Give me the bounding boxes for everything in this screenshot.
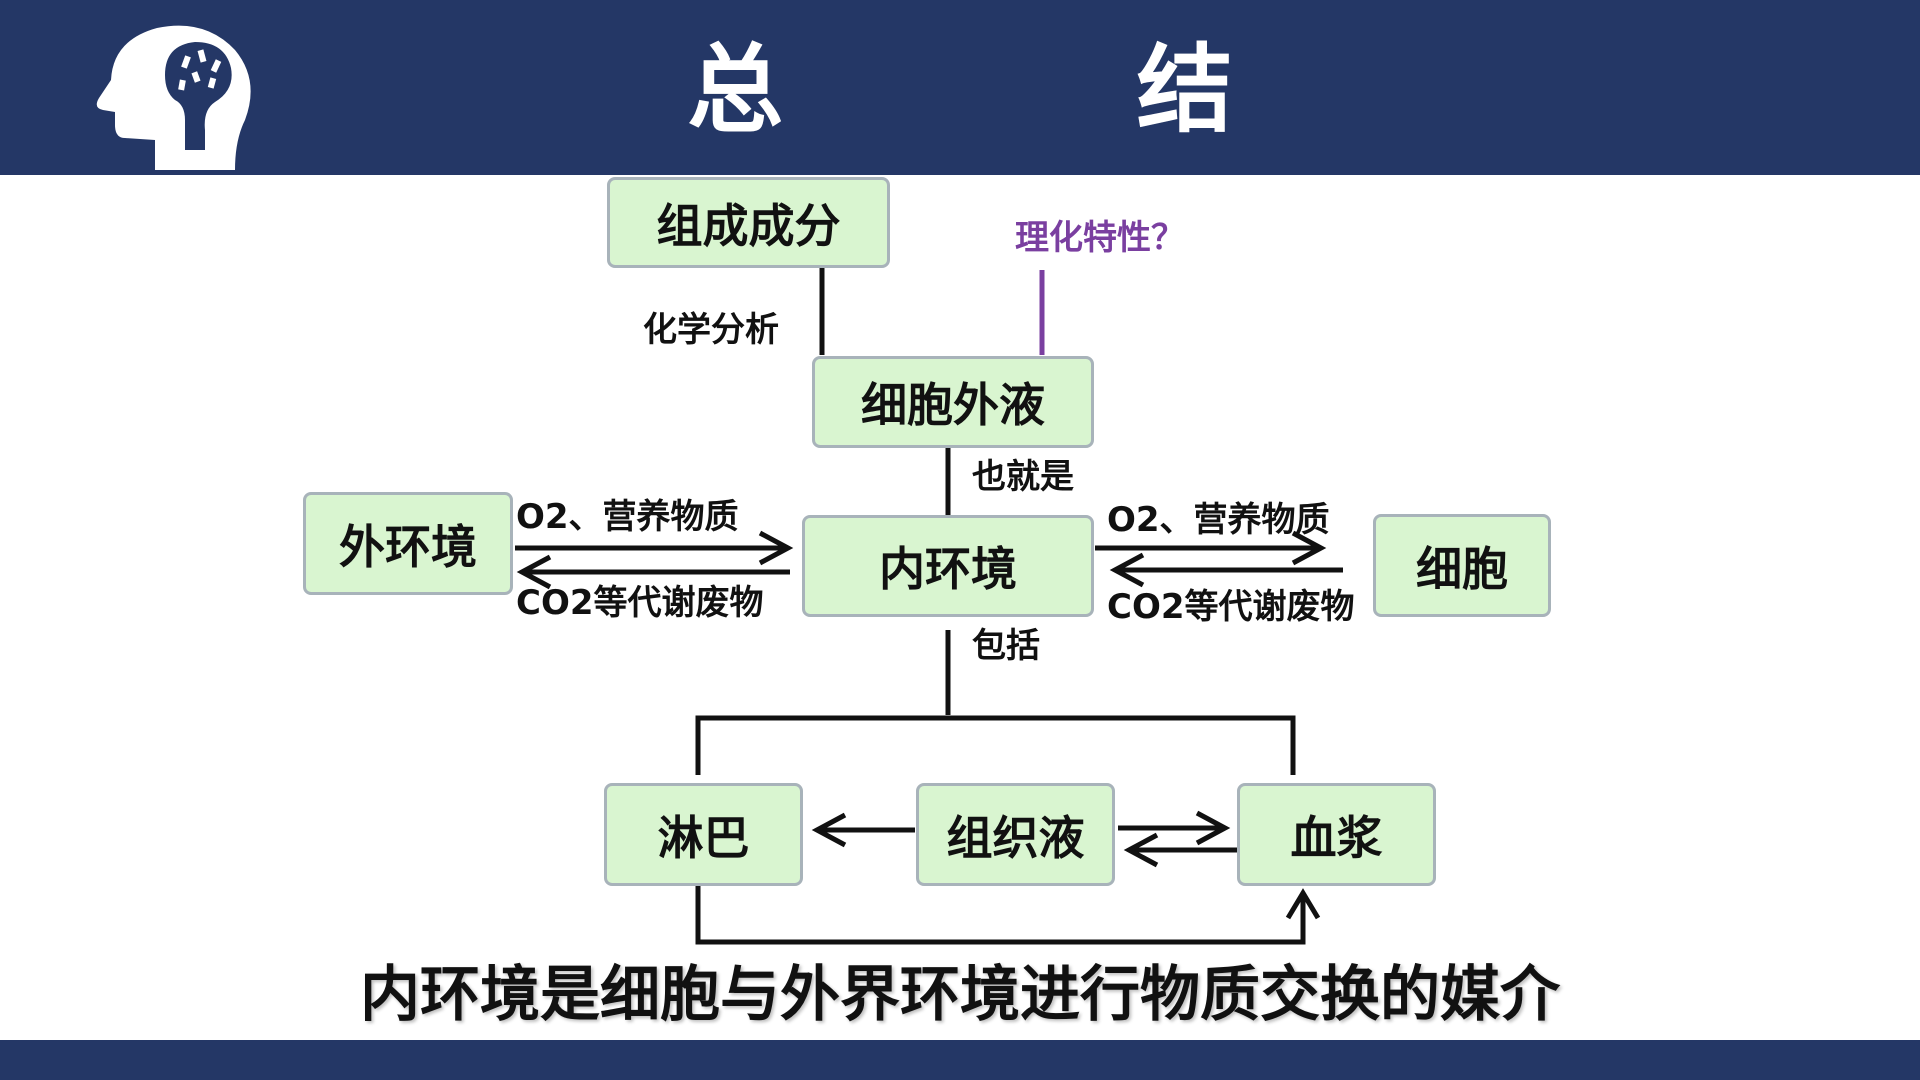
label-that-is: 也就是 (972, 457, 1074, 497)
node-extracellular-fluid: 细胞外液 (812, 356, 1094, 448)
summary-text: 内环境是细胞与外界环境进行物质交换的媒介 (360, 960, 1560, 1030)
bracket-bottom (695, 885, 1306, 945)
node-external-env: 外环境 (303, 492, 513, 595)
arrowhead-plasma (1285, 888, 1321, 920)
label-physicochemical: 理化特性？ (1015, 218, 1185, 258)
footer-bar (0, 1040, 1920, 1080)
label-includes: 包括 (972, 626, 1040, 666)
page-title: 总 结 (687, 34, 1393, 146)
node-plasma: 血浆 (1237, 783, 1436, 886)
node-tissue-fluid: 组织液 (916, 783, 1115, 886)
bracket-top (695, 715, 1296, 775)
node-composition: 组成成分 (607, 177, 890, 268)
label-left-out: CO2等代谢废物 (516, 583, 764, 623)
brain-head-icon (96, 25, 251, 170)
label-left-in: O2、营养物质 (516, 497, 739, 537)
label-chemical-analysis: 化学分析 (643, 310, 779, 350)
node-cell: 细胞 (1373, 514, 1551, 617)
node-lymph: 淋巴 (604, 783, 803, 886)
header-bar (0, 0, 1920, 175)
label-right-out: CO2等代谢废物 (1107, 587, 1355, 627)
label-right-in: O2、营养物质 (1107, 500, 1330, 540)
node-internal-env: 内环境 (802, 515, 1094, 617)
